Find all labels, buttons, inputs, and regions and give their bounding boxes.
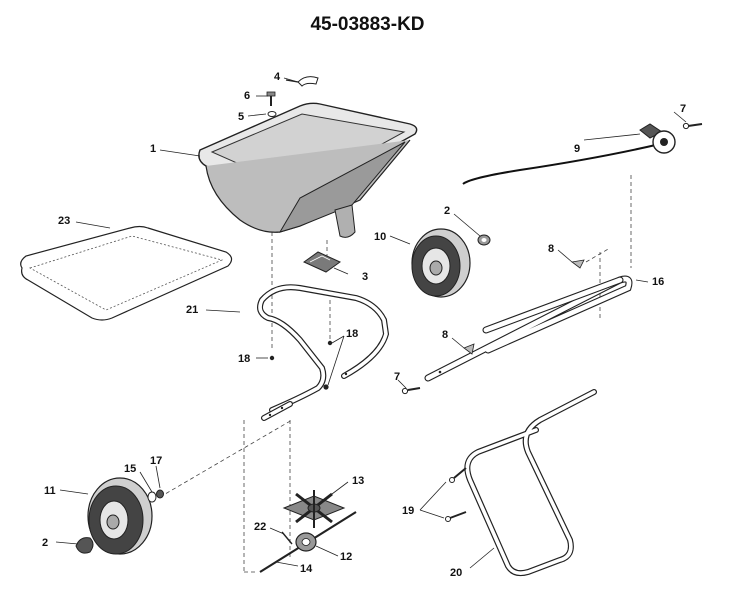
diagram-title: 45-03883-KD [310,14,425,35]
callout-21: 21 [186,304,198,316]
control-dial [639,123,676,154]
callout-12: 12 [340,551,352,563]
part-17-nut [156,489,164,499]
part-19-bolts [445,467,467,522]
callout-13: 13 [352,475,364,487]
part-1-hopper [198,102,418,238]
part-13-spinner [282,490,346,528]
part-2-hubcap-upper [477,234,491,246]
callout-10: 10 [374,231,386,243]
callout-5: 5 [238,111,244,123]
callout-3: 3 [362,271,368,283]
callout-19: 19 [402,505,414,517]
callout-18-left: 18 [238,353,250,365]
callout-23: 23 [58,215,70,227]
callout-9: 9 [574,143,580,155]
callout-8-lower: 8 [442,329,448,341]
part-6-bolt [266,91,276,106]
part-5-washer [267,111,277,117]
part-15-bushing [147,491,157,503]
part-21-frame [257,284,390,421]
callout-15: 15 [124,463,136,475]
callout-17: 17 [150,455,162,467]
part-7-bolt-lower [401,387,421,395]
part-20-stand [464,389,597,577]
callout-8-upper: 8 [548,243,554,255]
part-2-hubcap-lower [75,537,94,554]
callout-2-upper: 2 [444,205,450,217]
callout-18-right: 18 [346,328,358,340]
part-7-screw-upper [682,122,703,130]
callout-14: 14 [300,563,313,575]
callout-6: 6 [244,90,250,102]
callout-16: 16 [652,276,664,288]
callout-7-upper: 7 [680,103,686,115]
callout-20: 20 [450,567,462,579]
part-4-clip [285,76,319,87]
part-12-gear [295,532,317,552]
part-8-wingnut-upper [571,259,585,269]
part-8-wingnut-lower [463,343,475,355]
callouts: 1 4 6 5 23 3 21 18 18 2 10 9 7 8 16 8 7 … [42,71,686,579]
part-10-wheel [411,228,471,298]
callout-11: 11 [44,485,56,497]
part-3-gate-plate [303,251,341,273]
callout-2-lower: 2 [42,537,48,549]
part-16-handle [424,275,633,382]
callout-1: 1 [150,143,156,155]
part-9-cable [462,143,661,185]
callout-22: 22 [254,521,266,533]
callout-7-lower: 7 [394,371,400,383]
part-11-wheel [87,477,153,555]
leader-lines [55,77,687,569]
part-23-cover [20,225,233,321]
callout-4: 4 [274,71,281,83]
